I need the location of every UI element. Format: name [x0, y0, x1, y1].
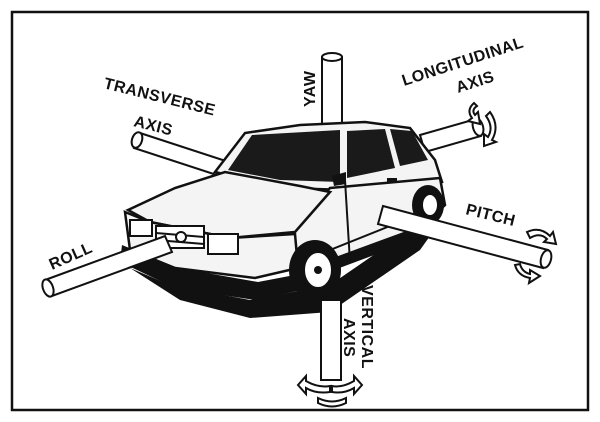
pitch-rotation-arrows-icon: [513, 228, 558, 286]
grille: [155, 225, 205, 249]
yaw-rotation-arrows-icon: [296, 373, 364, 408]
vertical-axis-rod-bottom: [320, 299, 342, 381]
label-vertical-axis: AXIS: [340, 318, 357, 357]
headlight-right: [207, 233, 239, 255]
car-illustration: [120, 120, 447, 300]
headlight-left: [129, 219, 153, 237]
front-bumper: [120, 245, 302, 300]
label-vertical: VERTICAL: [358, 285, 375, 369]
front-wheel: [289, 240, 341, 300]
longitudinal-rotation-arrows-icon: [465, 101, 499, 148]
pitch-axis-rod: [376, 204, 553, 270]
side-window-front: [347, 129, 395, 178]
windshield: [228, 130, 340, 182]
label-yaw: YAW: [302, 70, 319, 107]
roll-axis-rod: [41, 234, 174, 298]
car-shadow: [130, 222, 440, 318]
side-window-rear: [390, 129, 428, 166]
